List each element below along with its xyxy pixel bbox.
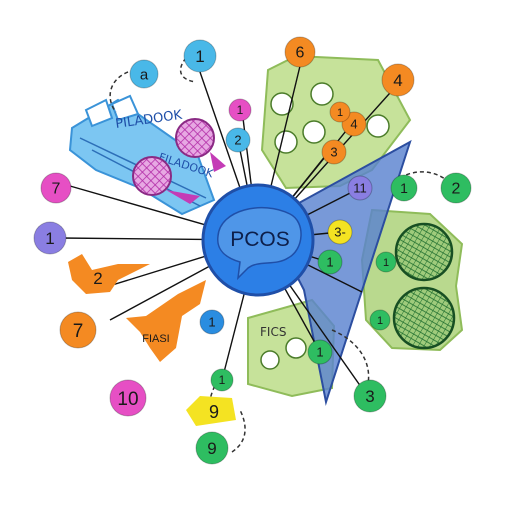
badge-label: a [140,66,149,83]
badge-circle [347,175,373,201]
badge-label: 9 [209,402,219,422]
badge-circle [59,311,97,349]
badge-violet-1: 1 [33,221,67,255]
badge-blue-2: 2 [225,127,251,153]
badge-label: 1 [337,107,343,119]
badge-circle [183,39,217,73]
badge-green-1c: 1 [375,251,397,273]
badge-circle [225,127,251,153]
badge-label: 4 [350,117,357,132]
badge-label: 1 [237,103,244,117]
badge-label: 7 [52,181,61,198]
badge-blue-1: 1 [199,309,225,335]
badge-circle [321,139,347,165]
badge-circle [369,309,391,331]
badge-violet-11: 11 [347,175,373,201]
badge-label: 1 [195,47,204,66]
badge-green-3: 3 [353,379,387,413]
badge-label: 1 [400,180,408,196]
pcos-center-node: PCOS [201,183,315,297]
badge-yellow-9: 9 [209,402,219,422]
yellow-flag [186,396,236,426]
badge-label: 11 [353,181,367,196]
badge-label: 4 [393,71,402,90]
badge-circle [129,59,159,89]
orange-arrow-2: 2 [68,254,150,294]
badge-circle [284,36,316,68]
badge-circle [195,431,229,465]
badge-label: 1 [383,257,389,269]
badge-orange-4a: 4 [381,63,415,97]
badge-circle [109,379,147,417]
badge-label: 3 [365,387,374,406]
badge-green-1b: 1 [317,249,343,275]
badge-orange-7: 7 [59,311,97,349]
badge-label: 1 [208,315,215,330]
badge-pink-10: 10 [109,379,147,417]
badge-label: 9 [207,439,216,458]
orange-arrow-fiasi: FIASI [126,280,206,362]
badge-orange-6: 6 [284,36,316,68]
badge-circle [307,339,333,365]
badge-circle [327,219,353,245]
badge-green-1f: 1 [210,368,234,392]
badge-circle [329,101,351,123]
badge-label: 1 [377,315,383,327]
badge-green-1a: 1 [390,174,418,202]
badge-label: 2 [452,181,461,198]
badge-label: 3- [334,225,346,240]
badge-circle [210,368,234,392]
badge-label: 6 [296,45,305,62]
badge-pink-1: 1 [228,98,252,122]
badge-top-1: 1 [183,39,217,73]
badge-label: 1 [45,229,54,248]
badge-circle [317,249,343,275]
badge-label: 10 [117,389,138,410]
badge-circle [40,172,72,204]
green-panel-low-label: FICS [260,325,286,339]
badge-circle [199,309,225,335]
arrow-fiasi-label: FIASI [142,333,170,345]
badge-label: 7 [73,321,84,342]
badge-pink-7: 7 [40,172,72,204]
badge-orange-3: 3 [321,139,347,165]
center-label: PCOS [230,228,290,251]
arrow-2-label: 2 [93,269,102,288]
badge-label: 1 [316,345,323,360]
badge-circle [33,221,67,255]
badge-circle [381,63,415,97]
badge-circle [228,98,252,122]
badge-green-1d: 1 [369,309,391,331]
badge-label: 3 [330,145,337,160]
badge-green-1e: 1 [307,339,333,365]
green-panel-top [260,54,412,190]
badge-label: 1 [326,255,333,270]
badge-green-2: 2 [440,172,472,204]
badge-circle [440,172,472,204]
badge-circle [353,379,387,413]
badge-label: 2 [234,133,241,148]
badge-label: 1 [219,373,226,387]
badge-circle [375,251,397,273]
magenta-balloons [132,118,226,204]
badge-green-9: 9 [195,431,229,465]
badge-yellow-3: 3- [327,219,353,245]
badge-a: a [129,59,159,89]
badge-orange-1: 1 [329,101,351,123]
badge-circle [390,174,418,202]
